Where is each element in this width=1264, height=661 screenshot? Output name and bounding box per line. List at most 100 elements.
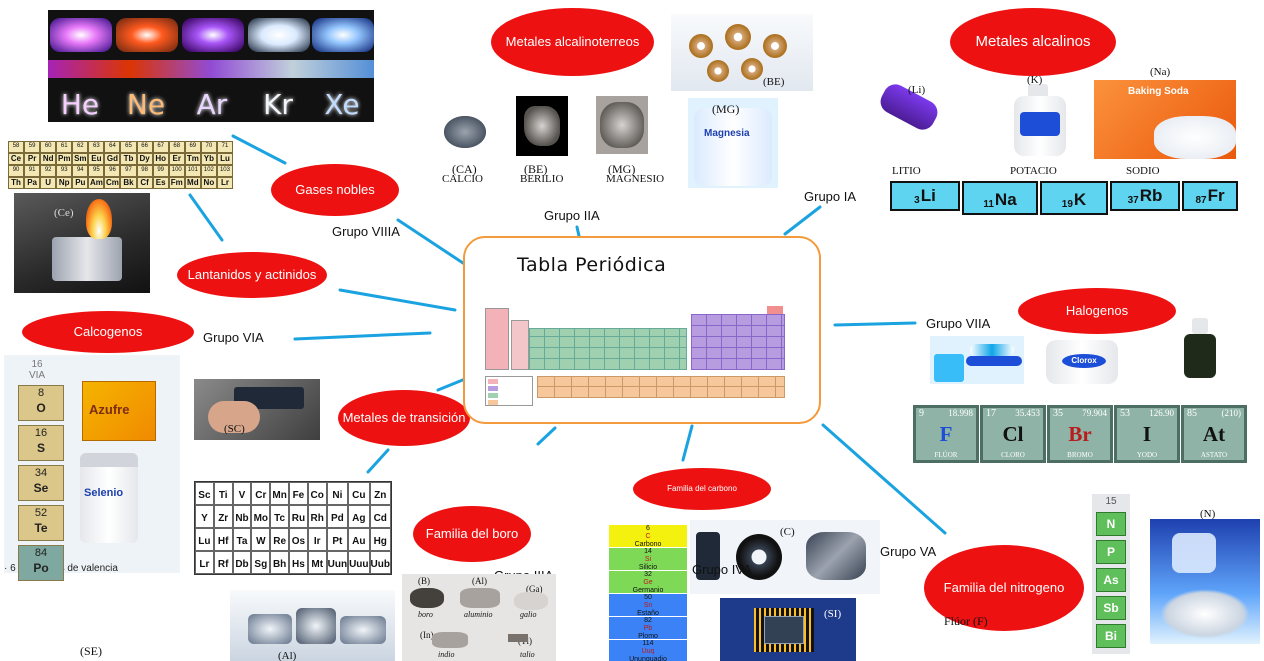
legend-s — [488, 379, 498, 384]
neon-letter-xe: Xe — [324, 88, 360, 121]
caption-sc: (SC) — [224, 423, 245, 435]
lanthanide-symbol: Ho — [152, 153, 169, 165]
alkali-symbol: Fr — [1207, 186, 1225, 205]
transition-element: W — [251, 528, 271, 551]
caption-na: (Na) — [1150, 66, 1171, 78]
halogen-symbol: Cl — [1002, 422, 1024, 446]
lanthanide-symbol: Pa — [24, 177, 41, 189]
lanthanide-number: 70 — [200, 141, 217, 153]
transition-element: Uub — [369, 551, 391, 574]
mini-block-s — [485, 308, 509, 370]
lanthanide-number: 100 — [168, 165, 185, 177]
caption-be: (BE) — [524, 162, 548, 176]
lanthanide-symbol: Th — [8, 177, 25, 189]
lanthanide-symbol: Ce — [8, 153, 25, 165]
chalcogen-group-number: 16 — [31, 359, 43, 370]
carbon-element-symbol: C — [645, 533, 651, 540]
lanthanide-symbol: Cf — [136, 177, 153, 189]
link-carbono — [681, 424, 694, 462]
noble-gas-neon-image: He Ne Ar Kr Xe — [48, 10, 374, 122]
transition-element: Zr — [213, 505, 233, 528]
transition-element: Fe — [289, 482, 308, 505]
halogen-symbol: F — [939, 422, 953, 446]
lanthanide-symbol: Fm — [168, 177, 185, 189]
be-part-3 — [763, 34, 787, 58]
selenio-bottle-image: Selenio — [80, 453, 138, 543]
neon-letter-ar: Ar — [196, 88, 228, 121]
lanthanide-number: 60 — [40, 141, 57, 153]
caption-li: (Li) — [908, 84, 926, 96]
transition-element: Cu — [348, 482, 370, 505]
caption-calcio: CALCIO — [442, 173, 483, 185]
transition-element: Hf — [213, 528, 233, 551]
lanthanide-number: 90 — [8, 165, 25, 177]
lanthanide-number: 66 — [136, 141, 153, 153]
neon-tube-ar — [182, 18, 244, 52]
transition-element: Ta — [232, 528, 252, 551]
chalcogen-number: 8 — [37, 387, 45, 399]
transition-element: Nb — [232, 505, 252, 528]
link-boro — [536, 426, 557, 446]
caption-c: (C) — [780, 526, 795, 538]
halogen-mass: 126.90 — [1149, 408, 1174, 418]
neon-tube-xe — [312, 18, 374, 52]
lanthanide-symbol: Yb — [200, 153, 217, 165]
chalcogen-symbol: Po — [33, 561, 49, 575]
baking-soda-label: Baking Soda — [1128, 86, 1189, 97]
lanthanide-number: 97 — [120, 165, 137, 177]
lanthanide-number: 96 — [104, 165, 121, 177]
halogen-mass: 79.904 — [1082, 408, 1107, 418]
carbon-element-name: Carbono — [634, 541, 662, 548]
carbon-element-symbol: Uuq — [641, 648, 655, 655]
transition-element: Cd — [369, 505, 391, 528]
beryllium-rock — [524, 106, 560, 146]
caption-ga: (Ga) — [526, 584, 543, 594]
caption-magnesio: MAGNESIO — [606, 173, 665, 185]
center-periodic-table-box: Tabla Periódica — [463, 236, 821, 424]
iodine-cap — [1192, 318, 1208, 334]
neon-tube-kr — [248, 18, 310, 52]
alkali-symbol: Li — [920, 186, 936, 205]
mini-legend — [485, 376, 533, 406]
transition-element: Lr — [195, 551, 214, 574]
carbon-element-symbol: Sn — [643, 602, 653, 609]
halogen-mass: 18.998 — [948, 408, 973, 418]
iodine-bottle-image — [1180, 318, 1220, 380]
lanthanide-symbol: No — [200, 177, 217, 189]
be-part-1 — [689, 34, 713, 58]
transition-element: Uuu — [348, 551, 370, 574]
nitrogen-vapor — [1160, 589, 1250, 639]
transition-element: V — [232, 482, 252, 505]
label-grupo-iva: Grupo IVA — [692, 562, 752, 577]
lanthanide-symbol: Dy — [136, 153, 153, 165]
carbon-element-name: Plomo — [638, 633, 658, 640]
lanthanide-symbol: Sm — [72, 153, 89, 165]
carbon-element-name: Estaño — [637, 610, 659, 617]
magnesia-jar — [694, 108, 772, 186]
alkali-number: 3 — [914, 195, 920, 206]
chalcogen-header: 16 VIA — [14, 359, 60, 381]
link-ia — [783, 205, 822, 236]
bubble-familia-nitrogeno: Familia del nitrogeno — [924, 545, 1084, 631]
valence-text: 6 electrones de valencia — [10, 563, 118, 574]
pot-3 — [340, 616, 386, 644]
transition-element: Ag — [348, 505, 370, 528]
transition-element: Re — [270, 528, 290, 551]
toothpaste-image — [930, 336, 1024, 384]
bubble-alcalinoterreos: Metales alcalinoterreos — [491, 8, 654, 76]
label-grupo-viia: Grupo VIIA — [926, 316, 991, 331]
chalcogen-number: 84 — [34, 547, 48, 559]
center-title: Tabla Periódica — [517, 254, 667, 276]
alkali-name-litio: LITIO — [892, 165, 921, 177]
carbon-element-name: Ununquadio — [629, 656, 667, 661]
clorox-label: Clorox — [1062, 354, 1106, 368]
lanthanide-number: 62 — [72, 141, 89, 153]
lanthanide-number: 71 — [216, 141, 233, 153]
lanthanide-number: 94 — [72, 165, 89, 177]
